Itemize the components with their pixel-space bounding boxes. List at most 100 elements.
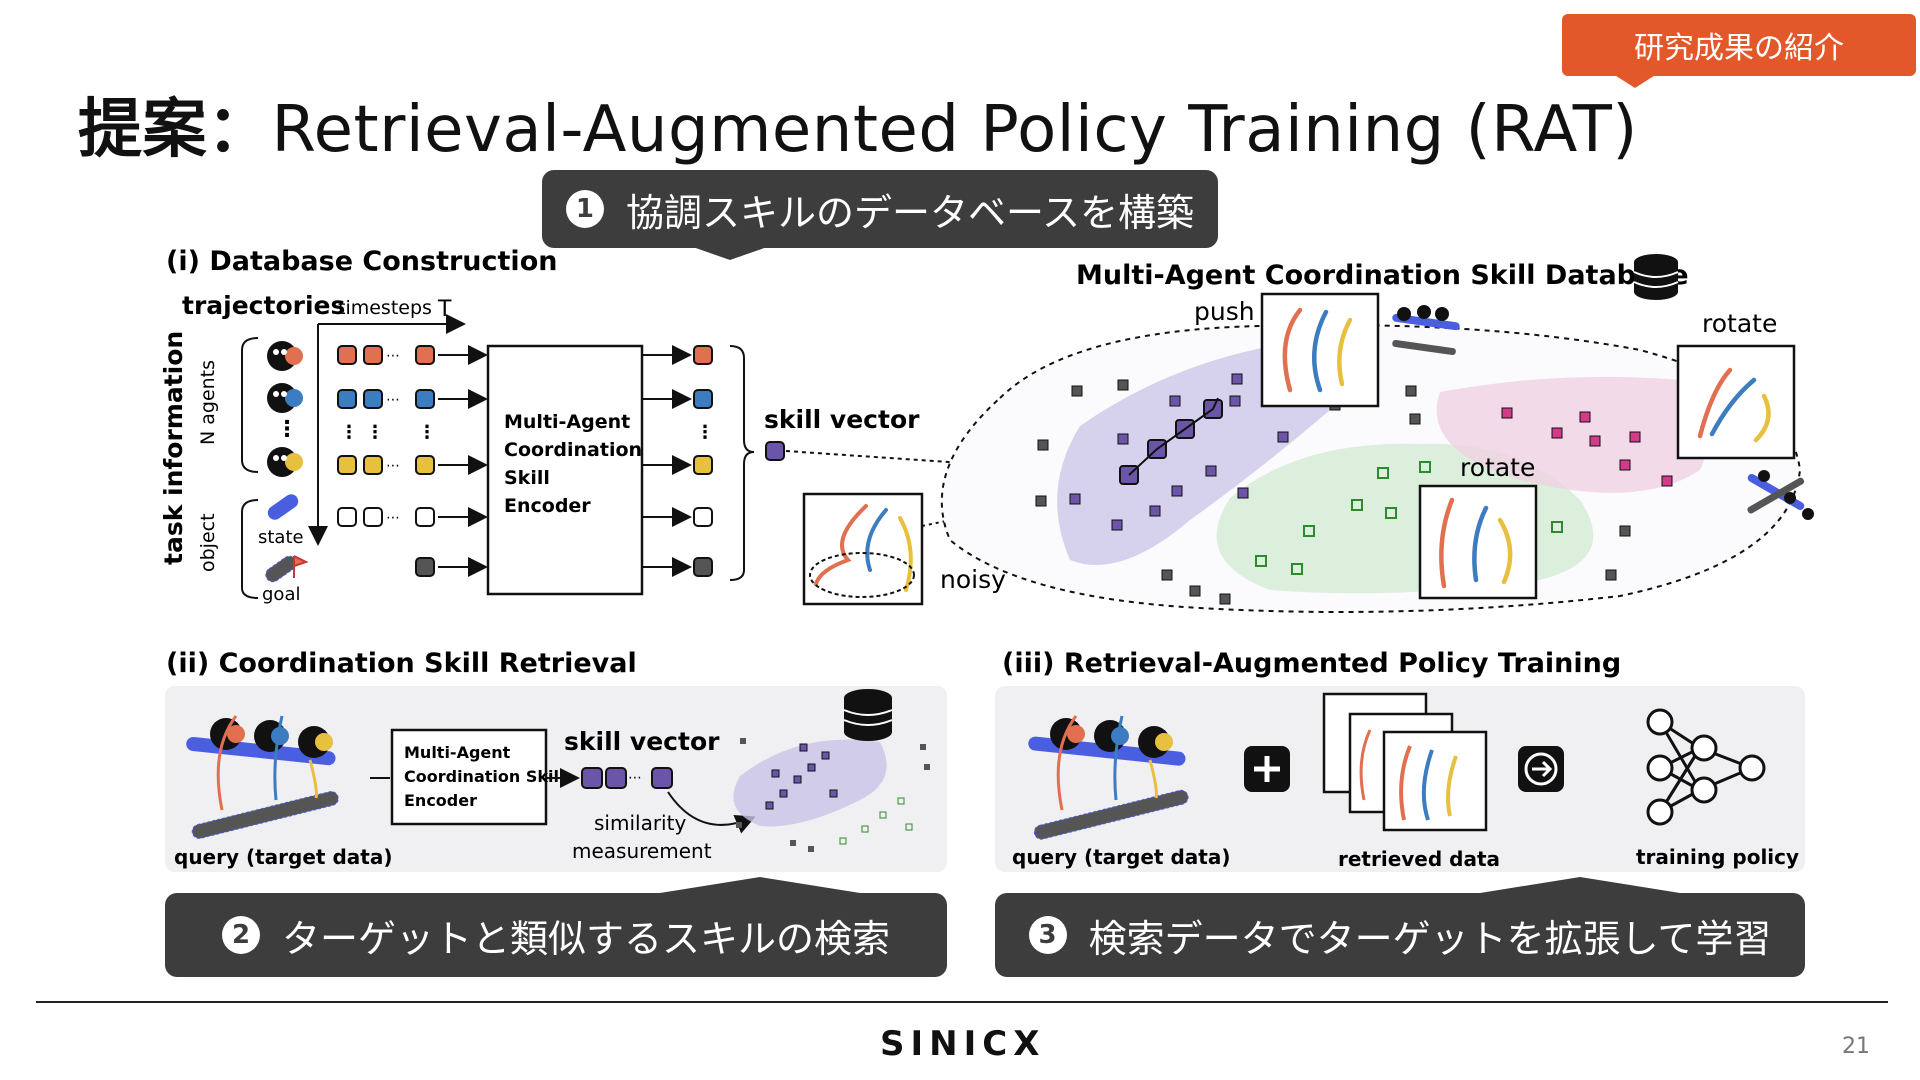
goal-label: goal	[262, 584, 300, 605]
noisy-trajectory-box	[802, 492, 924, 606]
agent-robot-yellow-icon	[267, 447, 303, 477]
slide-title: 提案：Retrieval-Augmented Policy Training (…	[78, 78, 1638, 170]
output-token-column: ⋮	[693, 345, 714, 577]
encoder-line-2: Coordination	[504, 439, 642, 461]
callout-step-1-tail	[690, 246, 770, 260]
similarity-arrow	[667, 791, 756, 834]
database-icon	[1633, 254, 1679, 300]
slide-title-en: Retrieval-Augmented Policy Training (RAT…	[271, 93, 1638, 167]
svg-text:⋯: ⋯	[386, 458, 400, 474]
company-logo: SINICX	[880, 1024, 1046, 1064]
plus-icon-glyph	[1254, 756, 1280, 782]
retrieved-data-label: retrieved data	[1338, 847, 1500, 871]
query-label-2: query (target data)	[174, 845, 392, 869]
noisy-highlight-ellipse	[809, 552, 915, 598]
svg-text:⋯: ⋯	[386, 510, 400, 526]
retrieval-encoder-line-2: Coordination Skill	[404, 767, 564, 786]
rotate-1-trajectory-lines	[1697, 367, 1771, 443]
encoder-line-4: Encoder	[504, 495, 591, 517]
object-state-icon	[267, 494, 299, 520]
callout-step-3-text: 検索データでターゲットを拡張して学習	[1088, 916, 1772, 961]
neural-network-icon	[1646, 708, 1766, 826]
query-scene-icon-2	[186, 715, 339, 839]
agents-brace	[241, 337, 259, 473]
noisy-label: noisy	[940, 565, 1006, 594]
panel-3-heading: (iii) Retrieval-Augmented Policy Trainin…	[1002, 648, 1621, 679]
slide-title-jp: 提案：	[78, 93, 272, 167]
encoder-line-1: Multi-Agent	[504, 411, 630, 433]
noisy-trajectory-lines	[814, 504, 913, 592]
arrow-right-icon-ring	[1524, 752, 1558, 786]
encoder-output-arrows	[642, 345, 692, 577]
retrieval-database-icon	[843, 689, 893, 741]
svg-text:⋯: ⋯	[628, 770, 642, 786]
callout-step-2-text: ターゲットと類似するスキルの検索	[281, 916, 890, 961]
arrow-right-icon-glyph	[1532, 760, 1553, 778]
callout-step-2: 2 ターゲットと類似するスキルの検索	[165, 893, 947, 977]
rat-diagram: (i) Database Construction trajectories t…	[159, 246, 1814, 872]
page-number: 21	[1842, 1034, 1870, 1059]
panel-1-heading: (i) Database Construction	[166, 246, 557, 277]
svg-text:⋮: ⋮	[366, 422, 384, 443]
trajectories-label: trajectories	[182, 291, 345, 320]
measurement-label: measurement	[572, 839, 712, 863]
footer-divider	[36, 1001, 1888, 1003]
rotate-label-2: rotate	[1460, 453, 1535, 482]
query-skill-vector-tokens: ⋯	[581, 767, 673, 789]
callout-step-3-tail	[1480, 877, 1680, 893]
retrieval-encoder-line-3: Encoder	[404, 791, 477, 810]
agent-robot-red-icon	[267, 341, 303, 371]
callout-step-2-tail	[660, 877, 860, 893]
skill-vector-token	[765, 441, 785, 461]
database-title: Multi-Agent Coordination Skill Database	[1076, 260, 1689, 291]
task-information-label: task information	[159, 331, 188, 565]
svg-text:⋯: ⋯	[386, 392, 400, 408]
step-number-2: 2	[221, 916, 260, 954]
step-number-1: 1	[565, 190, 604, 228]
timesteps-T-label: T	[437, 297, 452, 322]
rotate-skill-box-2	[1418, 484, 1538, 600]
goal-flag-icon	[293, 555, 309, 578]
section-tag: 研究成果の紹介	[1562, 14, 1916, 76]
n-agents-label: N agents	[197, 360, 219, 445]
pink-cluster-points	[1501, 407, 1673, 487]
skill-encoder-box	[486, 344, 644, 596]
section-tag-tail	[1613, 74, 1657, 88]
svg-text:⋮: ⋮	[696, 422, 714, 443]
retrieval-encoder-line-1: Multi-Agent	[404, 743, 511, 762]
svg-text:⋯: ⋯	[386, 348, 400, 364]
object-label: object	[197, 513, 219, 572]
rotate-2-trajectory-lines	[1439, 497, 1513, 589]
token-grid: ⋯ ⋯ ⋮ ⋮ ⋮ ⋯ ⋯	[337, 345, 436, 577]
push-robots-icon	[1392, 305, 1460, 356]
skill-vector-label-2: skill vector	[564, 727, 720, 756]
pink-skill-cluster	[1436, 376, 1707, 493]
encoder-input-arrows	[438, 345, 488, 577]
callout-step-3: 3 検索データでターゲットを拡張して学習	[995, 893, 1805, 977]
green-cluster-points	[1255, 461, 1563, 575]
retrieval-cluster-points	[736, 738, 930, 852]
encoder-line-3: Skill	[504, 467, 550, 489]
svg-text:⋮: ⋮	[418, 422, 436, 443]
output-brace	[729, 345, 755, 581]
purple-cluster-points	[1069, 373, 1289, 531]
query-label-3: query (target data)	[1012, 845, 1230, 869]
push-skill-box	[1260, 292, 1380, 408]
query-scene-icon-3	[1028, 715, 1189, 840]
agent-robot-blue-icon	[267, 383, 303, 413]
rotate-label-1: rotate	[1702, 309, 1777, 338]
push-trajectory-lines	[1282, 307, 1353, 393]
panel-2-heading: (ii) Coordination Skill Retrieval	[166, 648, 637, 679]
step-number-3: 3	[1028, 916, 1067, 954]
retrieved-data-stack	[1322, 692, 1488, 832]
rotate-skill-box-1	[1676, 344, 1796, 460]
callout-step-1: 1 協調スキルのデータベースを構築	[542, 170, 1218, 248]
timesteps-label: timesteps	[338, 297, 432, 319]
push-label: push	[1194, 297, 1255, 326]
object-brace	[241, 499, 259, 599]
rotate-robots-icon	[1747, 470, 1814, 520]
skill-vector-label-1: skill vector	[764, 405, 920, 434]
state-label: state	[258, 527, 304, 548]
similarity-label: similarity	[594, 811, 686, 835]
agents-ellipsis: ⋮	[276, 417, 298, 442]
